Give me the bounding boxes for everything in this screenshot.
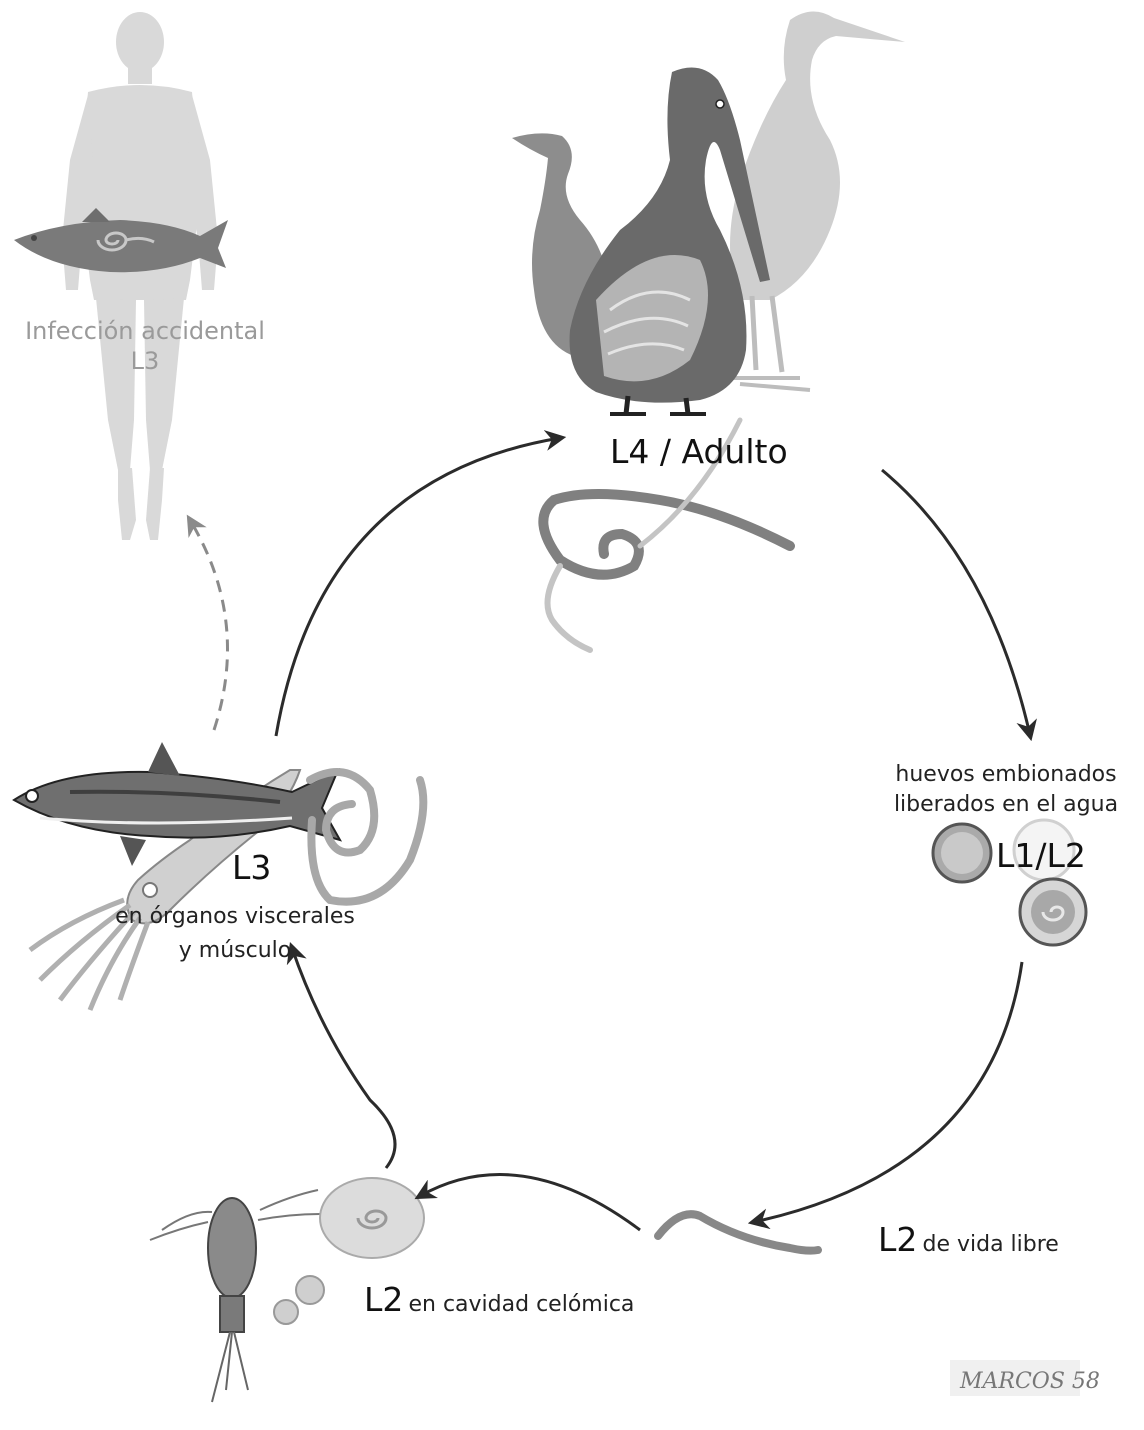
egg-larva-icon: [1020, 879, 1086, 945]
free-living-caption: de vida libre: [922, 1232, 1058, 1257]
human-silhouette-icon: [62, 12, 218, 540]
copepod-caption: en cavidad celómica: [408, 1292, 634, 1317]
adult-stage-label: L4 / Adulto: [610, 432, 788, 471]
egg-icon: [933, 824, 991, 882]
eggs-caption: huevos embionados liberados en el agua: [876, 760, 1136, 820]
free-living-stage: L2: [878, 1220, 917, 1259]
eggs-caption-line2: liberados en el agua: [876, 790, 1136, 820]
arrow-eggs-to-free-larva: [754, 962, 1022, 1222]
human-caption-line2: L3: [20, 346, 270, 376]
arrow-adult-to-eggs: [882, 470, 1030, 735]
human-caption-line1: Infección accidental: [20, 316, 270, 346]
copepod-label: L2 en cavidad celómica: [364, 1280, 634, 1319]
fish-caption-line2: y músculo: [100, 934, 370, 968]
fish-icon: [14, 742, 340, 866]
human-caption: Infección accidental L3: [20, 316, 270, 376]
free-living-label: L2 de vida libre: [878, 1220, 1059, 1259]
eggs-stage-label: L1/L2: [996, 836, 1086, 875]
arrow-free-larva-to-copepod: [420, 1175, 640, 1230]
copepod-stage: L2: [364, 1280, 403, 1319]
free-living-larva-icon: [658, 1214, 818, 1250]
fish-caption-line1: en órganos viscerales: [100, 900, 370, 934]
arrow-copepod-to-fish: [292, 948, 395, 1168]
arrow-fish-to-human-dashed: [190, 520, 228, 730]
eggs-caption-line1: huevos embionados: [876, 760, 1136, 790]
fish-stage-label: L3: [232, 848, 271, 887]
svg-text:MARCOS 58: MARCOS 58: [959, 1369, 1100, 1394]
fish-caption: en órganos viscerales y músculo: [100, 900, 370, 968]
arrow-fish-to-adult: [276, 438, 560, 736]
artist-signature: MARCOS 58: [950, 1360, 1100, 1396]
